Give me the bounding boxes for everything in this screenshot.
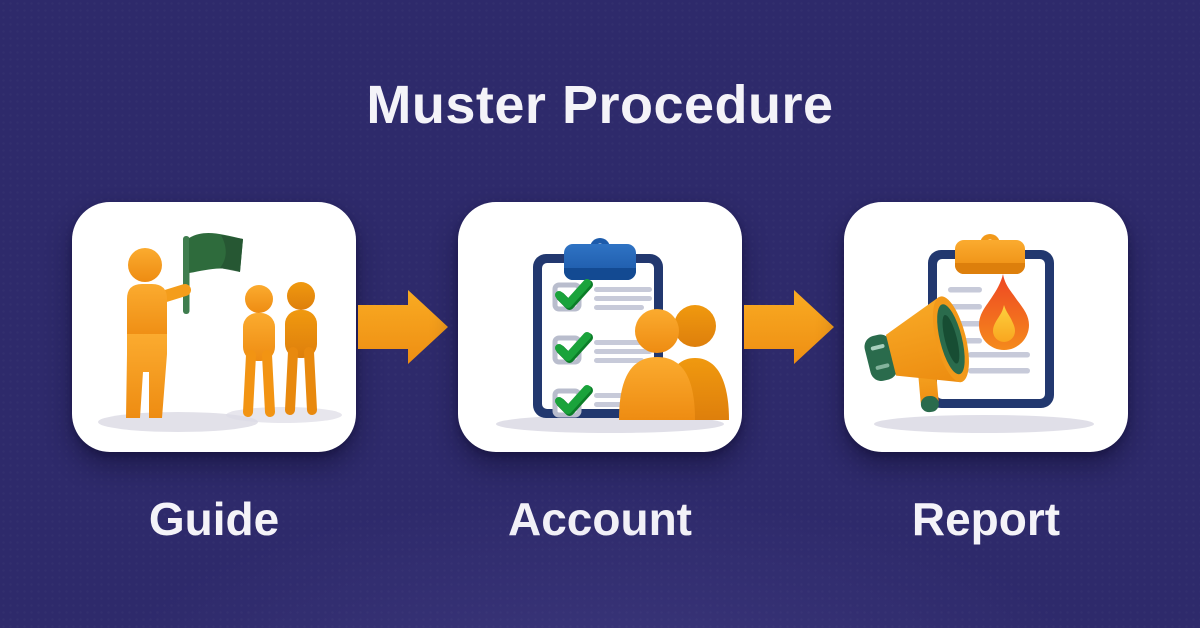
step-label-account: Account (508, 493, 692, 545)
account-checklist-people-icon (496, 238, 729, 433)
flow-arrow-icon (744, 290, 834, 364)
report-fire-megaphone-icon (864, 234, 1094, 433)
step-label-report: Report (911, 493, 1061, 545)
step-card-guide (72, 202, 356, 452)
page-title: Muster Procedure (366, 75, 834, 135)
step-label-guide: Guide (148, 493, 280, 545)
step-card-account (458, 202, 742, 452)
guide-leader-flag-icon (98, 233, 342, 432)
flow-arrow-icon (358, 290, 448, 364)
step-card-report (844, 202, 1128, 452)
